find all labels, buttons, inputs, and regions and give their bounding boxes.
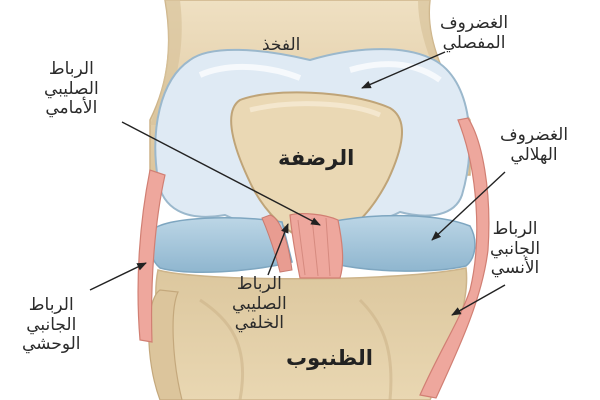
tibia-bone	[155, 267, 468, 400]
label-articular-cartilage: الغضروف المفصلي	[440, 13, 509, 53]
label-meniscus: الغضروف الهلالي	[500, 125, 569, 165]
label-acl: الرباط الصليبي الأمامي	[44, 59, 99, 119]
label-femur: الفخذ	[262, 35, 301, 55]
label-lcl: الرباط الجانبي الوحشي	[22, 295, 81, 355]
label-tibia: الظنبوب	[286, 346, 373, 370]
leader-meniscus	[431, 171, 506, 241]
meniscus-right	[329, 214, 476, 272]
label-patella: الرضفة	[278, 146, 355, 170]
label-mcl: الرباط الجانبي الأنسي	[490, 219, 541, 279]
leader-mcl	[451, 284, 506, 316]
leader-pcl	[267, 223, 289, 276]
leader-lcl	[89, 262, 147, 291]
leader-acl	[121, 121, 321, 226]
leader-articular-cartilage	[361, 51, 446, 89]
pcl-ligament	[261, 214, 293, 273]
mcl-ligament	[419, 117, 490, 399]
lcl-ligament	[137, 169, 166, 343]
label-pcl: الرباط الصليبي الخلفي	[232, 274, 287, 334]
